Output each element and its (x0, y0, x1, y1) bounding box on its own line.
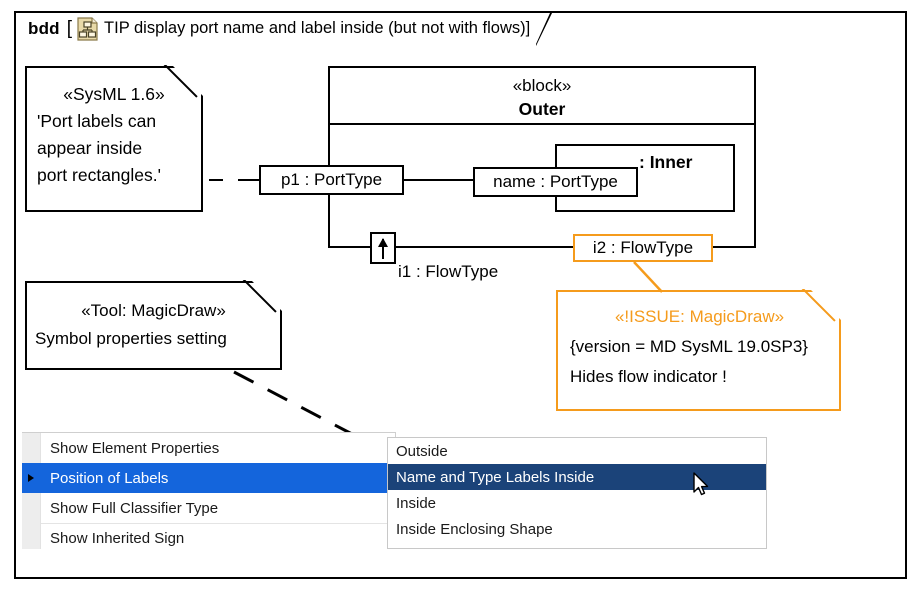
submenu-item-name-and-type-labels-inside[interactable]: Name and Type Labels Inside (388, 464, 766, 490)
note-line: «SysML 1.6» (63, 84, 165, 104)
submenu-item-label: Inside Enclosing Shape (396, 520, 553, 538)
submenu-item-label: Inside (396, 494, 437, 512)
inner-part-label: : Inner (639, 152, 693, 172)
note-line: appear inside (37, 138, 143, 158)
tool-note-leader-line (232, 370, 357, 438)
menu-item-label: Show Full Classifier Type (50, 499, 219, 517)
block-definition-diagram-icon (77, 16, 98, 41)
mouse-pointer (693, 472, 711, 503)
menu-item-label: Position of Labels (50, 469, 169, 487)
note-line: {version = MD SysML 19.0SP3} (570, 337, 808, 356)
note-fold-icon (173, 66, 203, 96)
menu-item-label: Show Element Properties (50, 439, 220, 457)
port-name-label: name : PortType (493, 172, 618, 191)
diagram-kind-label: bdd (28, 18, 60, 38)
context-menu[interactable]: Show Element Properties Position of Labe… (22, 432, 396, 549)
flow-i1-label: i1 : FlowType (398, 262, 499, 281)
outer-block-header: «block» Outer (330, 68, 754, 125)
menu-separator (41, 523, 395, 524)
arrow-up-glyph (378, 238, 388, 259)
magicdraw-tool-note: «Tool: MagicDraw» Symbol properties sett… (25, 281, 282, 370)
menu-item-position-of-labels[interactable]: Position of Labels (22, 463, 395, 493)
flow-direction-arrow-icon (370, 232, 396, 264)
frame-tab-corner (536, 13, 551, 44)
chevron-right-icon (28, 474, 34, 482)
note-line: Hides flow indicator ! (570, 367, 727, 386)
note-line: port rectangles.' (37, 165, 161, 185)
outer-block-name: Outer (518, 99, 566, 119)
submenu-item-label: Outside (396, 442, 448, 460)
port-name-porttype[interactable]: name : PortType (473, 167, 638, 197)
note-line: «Tool: MagicDraw» (81, 301, 226, 320)
port-i2-flowtype[interactable]: i2 : FlowType (573, 234, 713, 262)
note-line: 'Port labels can (37, 111, 157, 131)
bracket-open: [ (66, 17, 73, 39)
flow-connector-line (394, 246, 575, 248)
issue-note-leader-line (632, 261, 682, 294)
note-fold-icon (811, 290, 841, 320)
submenu-item-inside-enclosing-shape[interactable]: Inside Enclosing Shape (388, 516, 766, 542)
port-p1-label: p1 : PortType (280, 170, 383, 189)
magicdraw-issue-note: «!ISSUE: MagicDraw» {version = MD SysML … (556, 290, 841, 411)
port-i2-label: i2 : FlowType (592, 238, 694, 257)
note-line: «!ISSUE: MagicDraw» (614, 307, 785, 326)
submenu-item-outside[interactable]: Outside (388, 438, 766, 464)
menu-item-show-full-classifier-type[interactable]: Show Full Classifier Type (22, 493, 395, 523)
menu-item-show-inherited-sign[interactable]: Show Inherited Sign (22, 523, 395, 549)
flow-connector-line (711, 246, 756, 248)
diagram-title: TIP display port name and label inside (… (104, 19, 531, 37)
menu-item-label: Show Inherited Sign (50, 529, 185, 547)
note-fold-icon (252, 281, 282, 311)
menu-item-show-element-properties[interactable]: Show Element Properties (22, 433, 395, 463)
note-anchor-stub (209, 179, 223, 181)
port-p1[interactable]: p1 : PortType (259, 165, 404, 195)
note-line: Symbol properties setting (35, 329, 227, 348)
sysml-spec-note: «SysML 1.6» 'Port labels can appear insi… (25, 66, 203, 212)
flow-connector-line (328, 246, 372, 248)
submenu-item-inside[interactable]: Inside (388, 490, 766, 516)
submenu-item-label: Name and Type Labels Inside (396, 468, 595, 486)
note-anchor-stub (238, 179, 260, 181)
port-connector-line (404, 179, 474, 181)
outer-block-stereotype: «block» (512, 76, 572, 95)
diagram-frame-header: bdd [ TIP display port name and label in… (14, 11, 554, 46)
